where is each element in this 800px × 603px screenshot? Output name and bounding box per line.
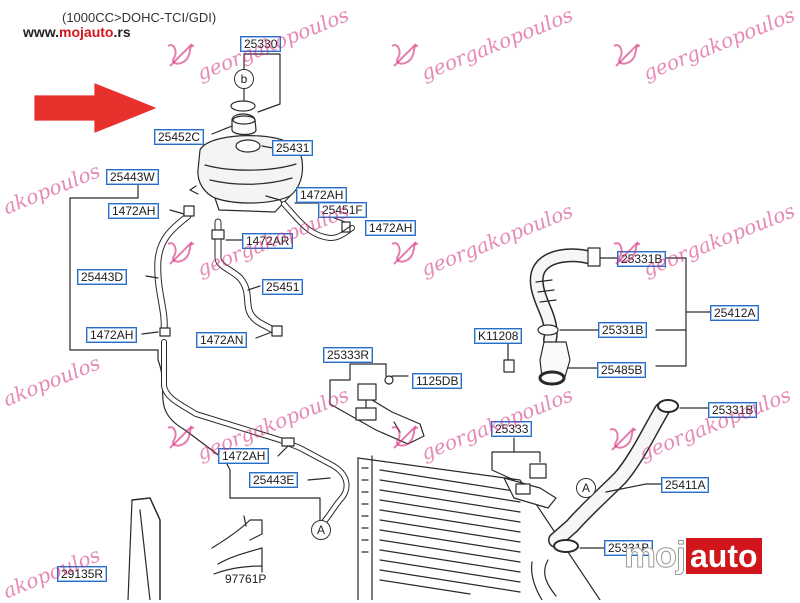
part-label-29135r[interactable]: 29135R xyxy=(57,566,108,582)
part-label-25451f[interactable]: 25451F xyxy=(318,202,367,218)
part-label-1125db[interactable]: 1125DB xyxy=(412,373,463,389)
logo-auto-text: auto xyxy=(686,538,762,574)
part-label-25411a[interactable]: 25411A xyxy=(661,477,710,493)
part-label-25443w[interactable]: 25443W xyxy=(106,169,159,185)
callout-a-left: A xyxy=(311,520,331,540)
part-label-25485b[interactable]: 25485B xyxy=(597,362,647,378)
logo-moj-text: moj xyxy=(623,534,686,576)
part-label-1472an[interactable]: 1472AN xyxy=(196,332,248,348)
part-label-25412a[interactable]: 25412A xyxy=(710,305,760,321)
site-url-brand: mojauto xyxy=(59,24,114,40)
part-label-25443e[interactable]: 25443E xyxy=(249,472,299,488)
part-label-1472ah-top[interactable]: 1472AH xyxy=(108,203,160,219)
site-url-prefix: www. xyxy=(23,24,60,40)
part-label-1472ah-low[interactable]: 1472AH xyxy=(218,448,270,464)
part-label-25331b-top[interactable]: 25331B xyxy=(617,251,667,267)
part-label-25330[interactable]: 25330 xyxy=(240,36,282,52)
callout-a-right: A xyxy=(576,478,596,498)
tank-cap-icon xyxy=(230,100,257,136)
site-url-suffix: .rs xyxy=(113,24,131,40)
part-label-1472ah-left[interactable]: 1472AH xyxy=(86,327,138,343)
mojauto-logo: moj auto xyxy=(620,528,780,578)
part-label-25431[interactable]: 25431 xyxy=(272,140,314,156)
part-label-1472ah-right[interactable]: 1472AH xyxy=(365,220,417,236)
thermostat-housing-icon xyxy=(503,341,599,386)
mount-bracket-icon xyxy=(329,363,425,445)
part-label-25443d[interactable]: 25443D xyxy=(77,269,128,285)
part-label-25331b-right[interactable]: 25331B xyxy=(708,402,758,418)
part-label-1472ah-mid[interactable]: 1472AH xyxy=(296,187,348,203)
part-label-25331b-mid[interactable]: 25331B xyxy=(598,322,648,338)
part-label-25452c[interactable]: 25452C xyxy=(154,129,205,145)
site-url[interactable]: www.mojauto.rs xyxy=(23,24,131,40)
part-label-25331b-bottom[interactable]: 25331B xyxy=(604,540,654,556)
part-label-25451[interactable]: 25451 xyxy=(262,279,304,295)
part-label-97761p[interactable]: 97761P xyxy=(225,572,267,586)
lower-mount-icon xyxy=(491,437,557,509)
callout-b: b xyxy=(234,69,254,89)
part-label-1472ar[interactable]: 1472AR xyxy=(242,233,294,249)
part-label-k11208[interactable]: K11208 xyxy=(474,328,523,344)
part-label-25333[interactable]: 25333 xyxy=(491,421,533,437)
radiator-icon xyxy=(357,455,601,600)
part-label-25333r[interactable]: 25333R xyxy=(323,347,374,363)
engine-spec-note: (1000CC>DOHC-TCI/GDI) xyxy=(62,10,217,25)
red-arrow-icon xyxy=(34,83,156,133)
